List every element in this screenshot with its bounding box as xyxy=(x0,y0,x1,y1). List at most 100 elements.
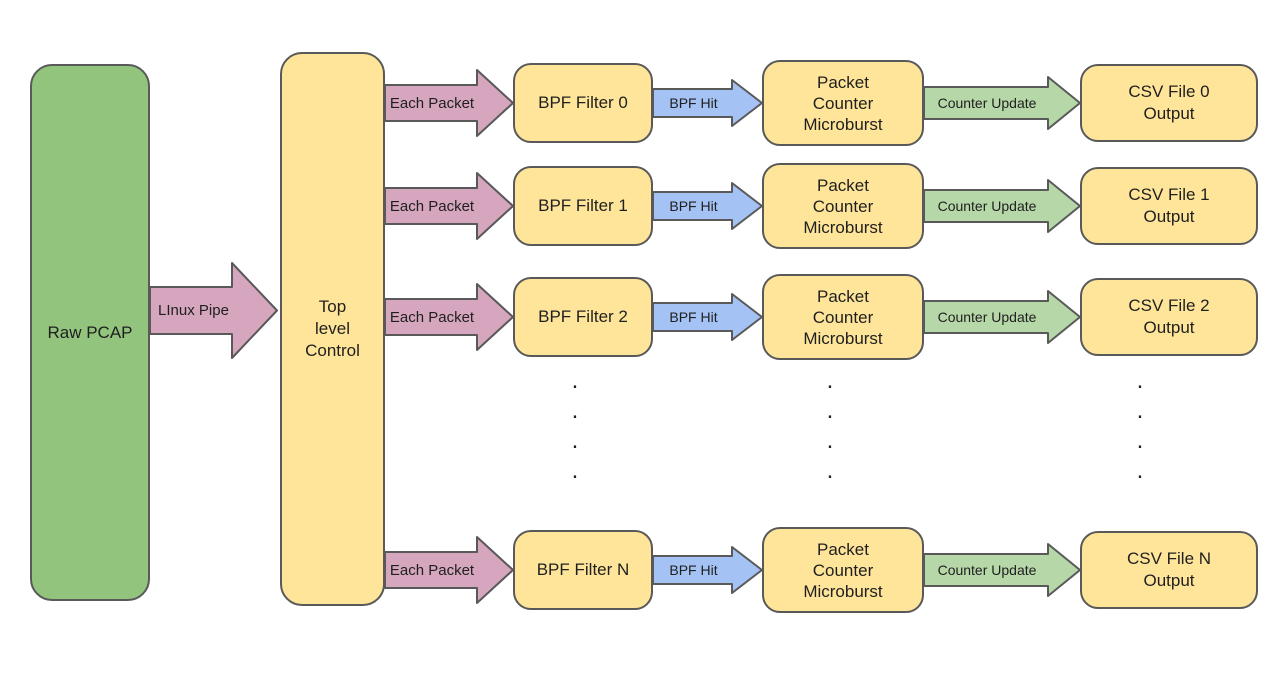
ellipsis-dot: . xyxy=(571,427,579,454)
csv-output-box: CSV File 0 Output xyxy=(1080,64,1258,142)
ellipsis-dot: . xyxy=(1136,427,1144,454)
each-packet-arrow: Each Packet xyxy=(384,69,514,137)
raw-pcap-label: Raw PCAP xyxy=(47,322,133,342)
each-packet-label: Each Packet xyxy=(389,561,475,579)
bpf-filter-box: BPF Filter 2 xyxy=(513,277,653,357)
packet-counter-label-line: Packet xyxy=(817,539,869,559)
packet-counter-label-line: Packet xyxy=(817,72,869,92)
each-packet-label: Each Packet xyxy=(389,197,475,215)
csv-output-label-line: Output xyxy=(1143,571,1195,590)
packet-counter-label-line: Counter xyxy=(812,560,874,580)
ellipsis-dot: . xyxy=(826,367,834,394)
csv-output-box: CSV File 1 Output xyxy=(1080,167,1258,245)
bpf-filter-box: BPF Filter 0 xyxy=(513,63,653,143)
pipeline-row-2: Each Packet BPF Filter 2 BPF Hit Packet … xyxy=(384,274,1258,360)
right-arrow-shape xyxy=(923,543,1081,597)
pipeline-row-0: Each Packet BPF Filter 0 BPF Hit Packet … xyxy=(384,60,1258,146)
right-arrow-shape xyxy=(652,293,763,341)
csv-output-label-line: CSV File 0 xyxy=(1128,82,1210,101)
counter-update-label: Counter Update xyxy=(937,562,1037,578)
linux-pipe-label: LInux Pipe xyxy=(158,302,229,319)
csv-output-label-line: CSV File 2 xyxy=(1128,296,1210,315)
packet-counter-label-line: Microburst xyxy=(803,114,883,134)
bpf-hit-arrow: BPF Hit xyxy=(652,546,763,594)
right-arrow-shape xyxy=(923,290,1081,344)
packet-counter-box: Packet Counter Microburst xyxy=(762,527,924,613)
right-arrow-shape xyxy=(923,179,1081,233)
packet-counter-label-line: Packet xyxy=(817,286,869,306)
bpf-filter-label: BPF Filter 1 xyxy=(538,196,628,215)
ellipsis-dot: . xyxy=(571,457,579,484)
packet-counter-box: Packet Counter Microburst xyxy=(762,60,924,146)
ellipsis-dot: . xyxy=(1136,367,1144,394)
packet-counter-label-line: Counter xyxy=(812,93,874,113)
csv-output-label-line: CSV File 1 xyxy=(1128,185,1210,204)
right-arrow-shape xyxy=(384,172,514,240)
csv-output-box: CSV File 2 Output xyxy=(1080,278,1258,356)
right-arrow-shape xyxy=(652,182,763,230)
right-arrow-shape xyxy=(923,76,1081,130)
bpf-filter-label: BPF Filter 0 xyxy=(538,93,628,112)
counter-update-arrow: Counter Update xyxy=(923,543,1081,597)
ellipsis-dot: . xyxy=(571,367,579,394)
linux-pipe-arrow: LInux Pipe xyxy=(149,262,278,359)
bpf-filter-box: BPF Filter 1 xyxy=(513,166,653,246)
ellipsis-dot: . xyxy=(1136,397,1144,424)
packet-counter-label-line: Packet xyxy=(817,175,869,195)
csv-output-label-line: Output xyxy=(1143,104,1195,123)
right-arrow-shape xyxy=(652,79,763,127)
ellipsis-dot: . xyxy=(1136,457,1144,484)
packet-counter-label-line: Counter xyxy=(812,307,874,327)
ellipsis-dots-counter-column: . . . . xyxy=(818,366,842,486)
bpf-hit-label: BPF Hit xyxy=(669,309,718,325)
counter-update-label: Counter Update xyxy=(937,95,1037,111)
bpf-hit-label: BPF Hit xyxy=(669,198,718,214)
packet-counter-box: Packet Counter Microburst xyxy=(762,274,924,360)
right-arrow-shape xyxy=(149,262,278,359)
bpf-hit-arrow: BPF Hit xyxy=(652,182,763,230)
right-arrow-shape xyxy=(384,536,514,604)
packet-counter-label-line: Microburst xyxy=(803,581,883,601)
bpf-filter-box: BPF Filter N xyxy=(513,530,653,610)
csv-output-label-line: Output xyxy=(1143,207,1195,226)
ellipsis-dots-filter-column: . . . . xyxy=(563,366,587,486)
each-packet-arrow: Each Packet xyxy=(384,172,514,240)
pipeline-row-1: Each Packet BPF Filter 1 BPF Hit Packet … xyxy=(384,163,1258,249)
control-label-line: Top xyxy=(318,297,347,316)
control-label-line: Control xyxy=(305,341,360,360)
raw-pcap-box: Raw PCAP xyxy=(30,64,150,601)
packet-counter-label-line: Microburst xyxy=(803,217,883,237)
right-arrow-shape xyxy=(384,283,514,351)
ellipsis-dot: . xyxy=(571,397,579,424)
right-arrow-shape xyxy=(384,69,514,137)
pipeline-row-n: Each Packet BPF Filter N BPF Hit Packet … xyxy=(384,527,1258,613)
bpf-filter-label: BPF Filter N xyxy=(536,560,630,579)
counter-update-arrow: Counter Update xyxy=(923,179,1081,233)
right-arrow-shape xyxy=(652,546,763,594)
bpf-hit-label: BPF Hit xyxy=(669,562,718,578)
csv-output-box: CSV File N Output xyxy=(1080,531,1258,609)
ellipsis-dot: . xyxy=(826,457,834,484)
bpf-hit-label: BPF Hit xyxy=(669,95,718,111)
each-packet-label: Each Packet xyxy=(389,94,475,112)
counter-update-arrow: Counter Update xyxy=(923,290,1081,344)
bpf-hit-arrow: BPF Hit xyxy=(652,293,763,341)
packet-counter-label-line: Counter xyxy=(812,196,874,216)
packet-counter-label-line: Microburst xyxy=(803,328,883,348)
top-level-control-box: Top level Control xyxy=(280,52,385,606)
bpf-filter-label: BPF Filter 2 xyxy=(538,307,628,326)
ellipsis-dots-csv-column: . . . . xyxy=(1128,366,1152,486)
each-packet-arrow: Each Packet xyxy=(384,283,514,351)
counter-update-label: Counter Update xyxy=(937,309,1037,325)
control-label-line: level xyxy=(315,319,350,338)
counter-update-arrow: Counter Update xyxy=(923,76,1081,130)
csv-output-label-line: Output xyxy=(1143,318,1195,337)
each-packet-label: Each Packet xyxy=(389,308,475,326)
counter-update-label: Counter Update xyxy=(937,198,1037,214)
ellipsis-dot: . xyxy=(826,427,834,454)
each-packet-arrow: Each Packet xyxy=(384,536,514,604)
packet-counter-box: Packet Counter Microburst xyxy=(762,163,924,249)
csv-output-label-line: CSV File N xyxy=(1126,549,1212,568)
bpf-hit-arrow: BPF Hit xyxy=(652,79,763,127)
